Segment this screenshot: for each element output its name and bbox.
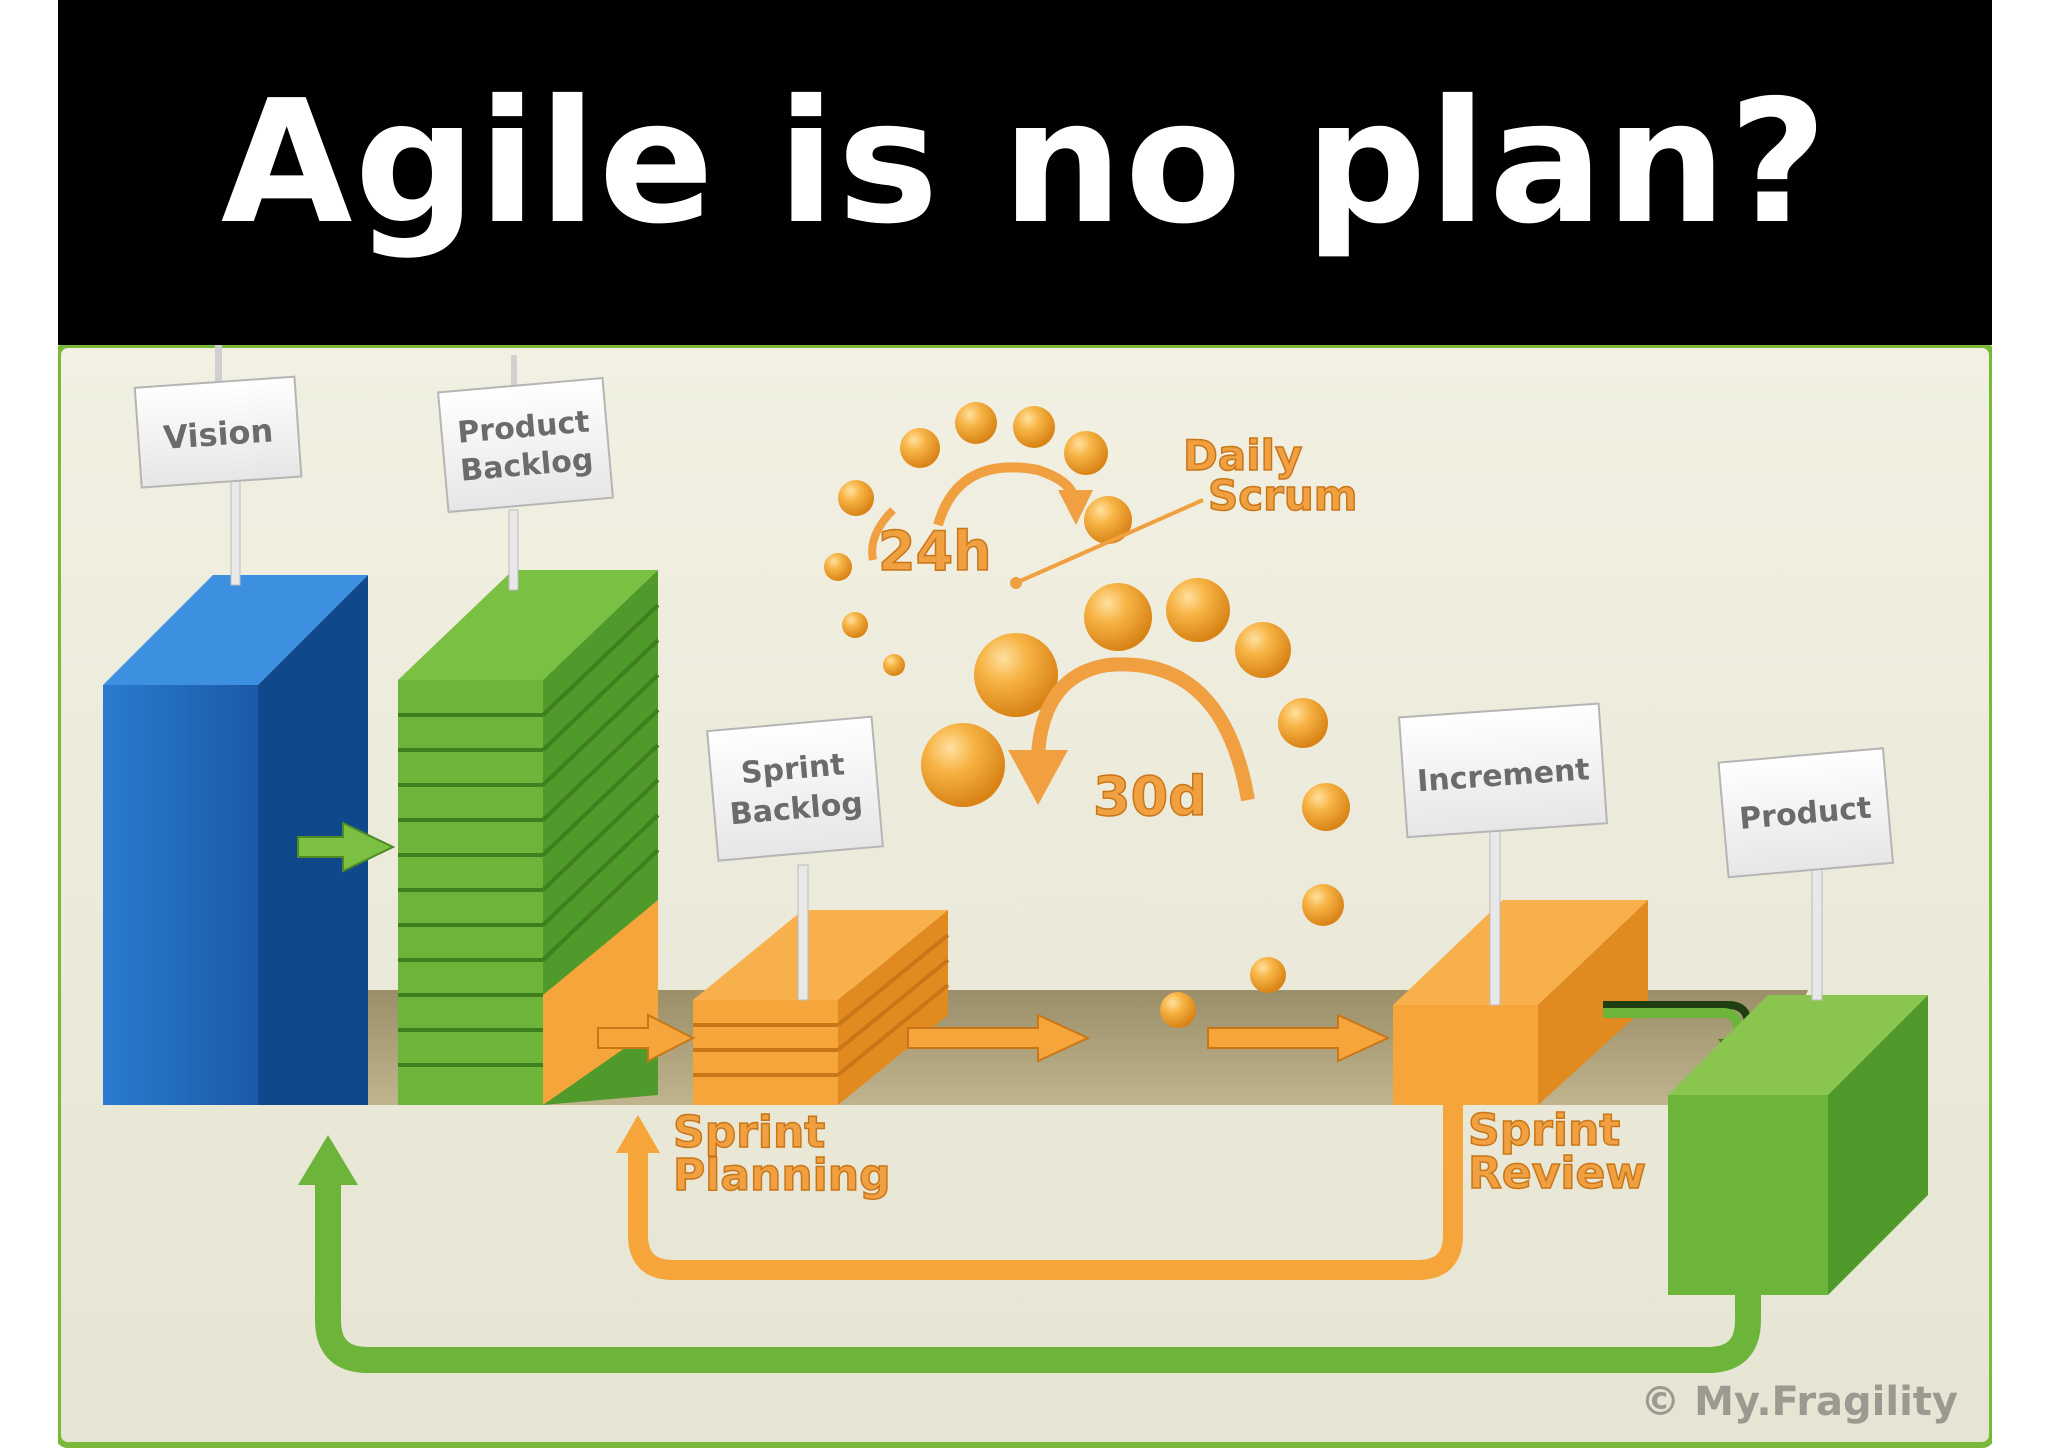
label-daily-scrum-1: Daily	[1183, 431, 1302, 480]
label-sprint-planning-2: Planning	[673, 1150, 891, 1201]
sign-sprint-backlog: Sprint Backlog	[706, 715, 884, 1001]
green-feedback-loop	[298, 1135, 1761, 1373]
arrow-vision-to-backlog	[297, 821, 396, 873]
arrow-sprint-to-daily	[907, 1013, 1091, 1063]
sign-vision: Vision	[133, 345, 303, 586]
product-block	[1668, 995, 1928, 1295]
label-daily-scrum-2: Scrum	[1208, 471, 1358, 520]
title-banner: Agile is no plan?	[58, 0, 1992, 345]
arrow-daily-to-increment	[1207, 1013, 1391, 1063]
copyright: © My.Fragility	[1640, 1379, 1958, 1425]
orange-sprint-loop	[616, 1105, 1463, 1280]
label-30d: 30d	[1093, 765, 1207, 828]
label-sprint-review-1: Sprint	[1468, 1105, 1620, 1156]
increment-block	[1393, 900, 1648, 1105]
scrum-diagram: 24h 30d Daily Scrum Sprint Planning Spri…	[58, 345, 1992, 1448]
sign-vision-label: Vision	[162, 411, 274, 457]
arrow-backlog-to-sprint	[597, 1013, 696, 1063]
sign-product-backlog: Product Backlog	[437, 355, 615, 591]
vision-block	[103, 575, 368, 1105]
label-sprint-review-2: Review	[1468, 1148, 1646, 1199]
label-sprint-planning-1: Sprint	[673, 1107, 825, 1158]
page-title: Agile is no plan?	[220, 63, 1830, 262]
sprint-backlog-block	[693, 910, 950, 1105]
sign-product: Product	[1717, 747, 1895, 1001]
product-backlog-block	[398, 570, 660, 1105]
daily-scrum-pointer	[1017, 498, 1204, 584]
sign-increment: Increment	[1398, 702, 1609, 1006]
daily-scrum-balls	[824, 402, 1350, 1028]
label-24h: 24h	[878, 520, 992, 583]
arrow-30d	[1008, 657, 1255, 805]
arrow-24h	[868, 462, 1093, 561]
